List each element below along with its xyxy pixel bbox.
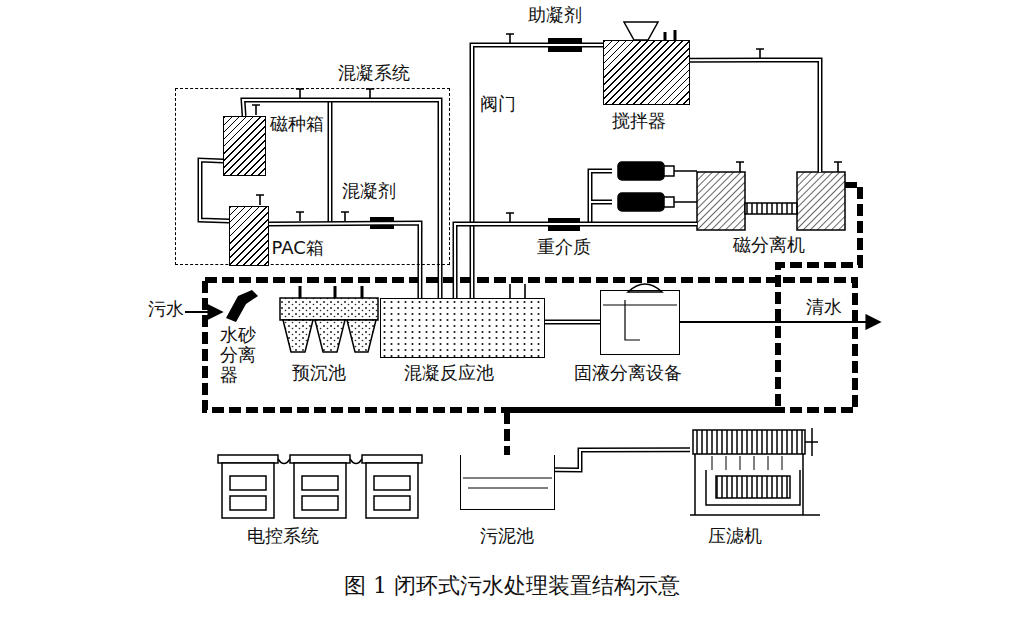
device-label: 污泥池 xyxy=(480,525,534,547)
water-level xyxy=(603,300,677,340)
pipe-bore xyxy=(690,60,820,172)
device-label: 水砂分离器 xyxy=(220,325,256,384)
pipe-bore xyxy=(545,321,600,323)
annotation-label: 清水 xyxy=(806,296,842,318)
pipe-bore xyxy=(269,223,420,298)
pipe-wall xyxy=(690,60,820,172)
inflow-arrow xyxy=(185,311,222,313)
figure-caption: 图 1 闭环式污水处理装置结构示意 xyxy=(0,573,1024,599)
device-label: 磁分离机 xyxy=(733,234,805,256)
device-box: 磁种箱 xyxy=(223,116,266,176)
pipe-wall xyxy=(555,450,690,470)
device-box: 混凝反应池 xyxy=(380,298,545,358)
device-label: 预沉池 xyxy=(292,362,346,384)
device-label: PAC箱 xyxy=(272,237,324,259)
pipe-bore xyxy=(243,100,440,298)
pipe-wall xyxy=(269,223,420,298)
motor xyxy=(618,162,697,211)
sludge-level xyxy=(463,478,552,488)
device-box: PAC箱 xyxy=(229,206,269,266)
device-box: 压滤机 xyxy=(690,425,820,517)
pipe-bore xyxy=(555,450,690,470)
device-box: 污泥池 xyxy=(460,455,555,510)
annotation-label: 污水 xyxy=(148,298,184,320)
device-box: 磁分离机 xyxy=(697,172,845,230)
device-label: 固液分离设备 xyxy=(574,362,682,384)
pipe-connector xyxy=(472,45,603,298)
pipe-wall xyxy=(243,100,440,298)
device-label: 磁种箱 xyxy=(270,113,324,135)
pipe-bore xyxy=(455,224,697,298)
device-label: 电控系统 xyxy=(247,525,319,547)
device-box: 电控系统 xyxy=(218,455,423,520)
pipe-connector xyxy=(507,185,860,455)
pipe-connector xyxy=(269,223,420,298)
pipe-wall xyxy=(472,45,603,298)
pipe-bore xyxy=(472,45,603,298)
device-label: 混凝反应池 xyxy=(404,362,494,384)
pipe-connector xyxy=(690,60,820,172)
pipe-connector xyxy=(455,224,697,298)
pipe-wall xyxy=(545,319,600,324)
stub xyxy=(665,30,675,40)
device-label: 压滤机 xyxy=(708,525,762,547)
device-box: 搅拌器 xyxy=(603,40,690,105)
sludge-loop xyxy=(205,280,855,410)
pipe-connector xyxy=(243,100,440,298)
annotation-label: 助凝剂 xyxy=(528,4,582,26)
annotation-label: 阀门 xyxy=(480,93,516,115)
magnetic-separator xyxy=(697,172,845,230)
outflow-arrow xyxy=(680,321,880,323)
device-box: 混凝系统磁种箱PAC箱 xyxy=(175,88,450,265)
valve-symbol xyxy=(252,34,842,298)
control-cabinet xyxy=(218,455,422,518)
pipe-connector xyxy=(545,321,600,322)
pipe-connector xyxy=(555,450,690,470)
device-label: 混凝系统 xyxy=(338,62,410,84)
annotation-label: 重介质 xyxy=(537,236,591,258)
device-label: 搅拌器 xyxy=(612,110,666,132)
device-box: 固液分离设备 xyxy=(600,290,680,355)
nozzle xyxy=(226,290,258,322)
sludge-pipe xyxy=(507,185,860,455)
hopper xyxy=(624,22,658,40)
device-box: 预沉池 xyxy=(280,298,378,356)
filter-press xyxy=(690,428,820,515)
pipe-wall xyxy=(455,224,697,298)
device-box: 水砂分离器 xyxy=(215,288,259,388)
annotation-label: 混凝剂 xyxy=(342,180,396,202)
settling-hoppers xyxy=(280,286,378,352)
